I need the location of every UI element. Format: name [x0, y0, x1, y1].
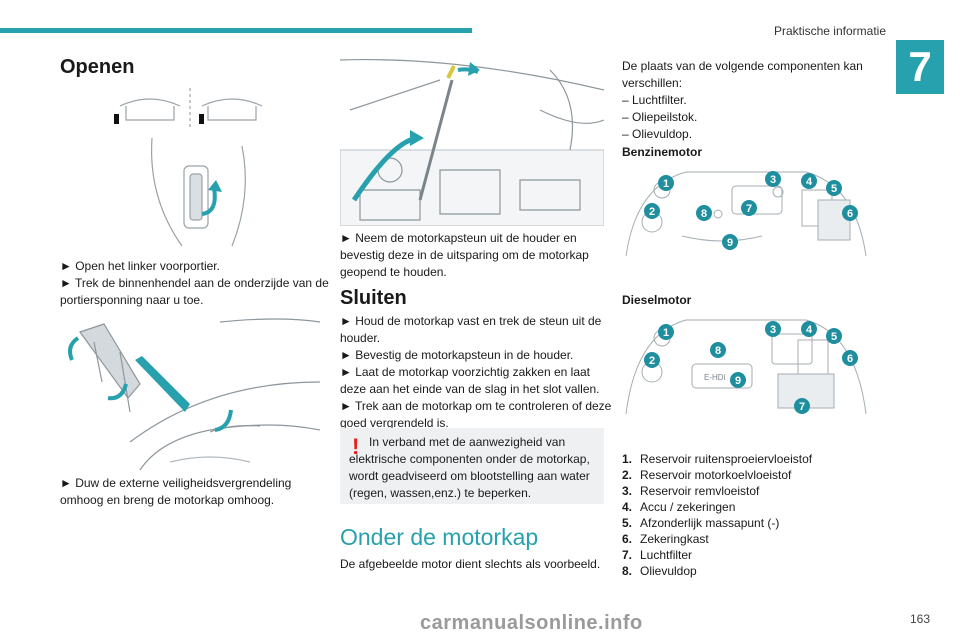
- legend-item: 8.Olievuldop: [622, 564, 697, 578]
- warning-text: In verband met de aanwezigheid van elekt…: [349, 435, 590, 500]
- petrol-callout-2: 2: [649, 206, 655, 218]
- heading-openen: Openen: [60, 56, 135, 78]
- petrol-callout-3: 3: [770, 174, 776, 186]
- petrol-callout-7: 7: [746, 203, 752, 215]
- header-accent-bar: [0, 28, 472, 33]
- warning-icon: !: [352, 434, 360, 459]
- heading-onder-de-motorkap: Onder de motorkap: [340, 524, 539, 550]
- petrol-callout-6: 6: [847, 208, 853, 220]
- watermark: carmanualsonline.info: [420, 612, 643, 634]
- engine-note: De afgebeelde motor dient slechts als vo…: [340, 557, 601, 571]
- diesel-callout-9: 9: [735, 375, 741, 387]
- petrol-callout-9: 9: [727, 237, 733, 249]
- legend-item: 4.Accu / zekeringen: [622, 500, 736, 514]
- diesel-engine-label: E-HDi: [704, 373, 726, 382]
- component-intro: De plaats van de volgende componenten ka…: [622, 59, 863, 141]
- legend-item: 5.Afzonderlijk massapunt (-): [622, 516, 780, 530]
- petrol-callout-5: 5: [831, 183, 837, 195]
- openen-instructions-2: ► Duw de externe veiligheidsvergrendelin…: [60, 476, 292, 507]
- legend-item: 2.Reservoir motorkoelvloeistof: [622, 468, 792, 482]
- component-legend: 1.Reservoir ruitensproeiervloeistof 2.Re…: [622, 451, 812, 579]
- diesel-engine-diagram: E-HDi 1 2 3 4 5 6 7 8 9: [625, 319, 867, 415]
- hood-prop-illustration: [340, 58, 604, 226]
- petrol-callout-4: 4: [806, 176, 813, 188]
- diesel-callout-7: 7: [799, 401, 805, 413]
- petrol-heading: Benzinemotor: [622, 145, 703, 159]
- petrol-callout-1: 1: [663, 178, 669, 190]
- diesel-callout-5: 5: [831, 331, 837, 343]
- sluiten-instructions: ► Houd de motorkap vast en trek de steun…: [340, 314, 612, 430]
- page-number: 163: [909, 612, 930, 626]
- diesel-callout-6: 6: [847, 353, 853, 365]
- diesel-callout-3: 3: [770, 324, 776, 336]
- legend-item: 6.Zekeringkast: [622, 532, 709, 546]
- diesel-callout-8: 8: [715, 345, 721, 357]
- legend-item: 3.Reservoir remvloeistof: [622, 484, 760, 498]
- warning-box: ! In verband met de aanwezigheid van ele…: [340, 428, 604, 504]
- interior-lever-illustration: [114, 88, 263, 247]
- openen-instructions-1: ► Open het linker voorportier.► Trek de …: [60, 259, 329, 307]
- legend-item: 1.Reservoir ruitensproeiervloeistof: [622, 452, 813, 466]
- section-title: Praktische informatie: [773, 24, 886, 38]
- diesel-callout-2: 2: [649, 355, 655, 367]
- petrol-engine-diagram: 1 2 3 4 5 6 7 8 9: [625, 171, 867, 257]
- hood-release-illustration: [68, 318, 320, 470]
- petrol-callout-8: 8: [701, 208, 707, 220]
- diesel-callout-1: 1: [663, 327, 669, 339]
- chapter-number: 7: [896, 40, 944, 94]
- heading-sluiten: Sluiten: [340, 287, 407, 309]
- diesel-callout-4: 4: [806, 324, 813, 336]
- diesel-heading: Dieselmotor: [622, 293, 692, 307]
- legend-item: 7.Luchtfilter: [622, 548, 693, 562]
- prop-instructions: ► Neem de motorkapsteun uit de houder en…: [340, 231, 589, 279]
